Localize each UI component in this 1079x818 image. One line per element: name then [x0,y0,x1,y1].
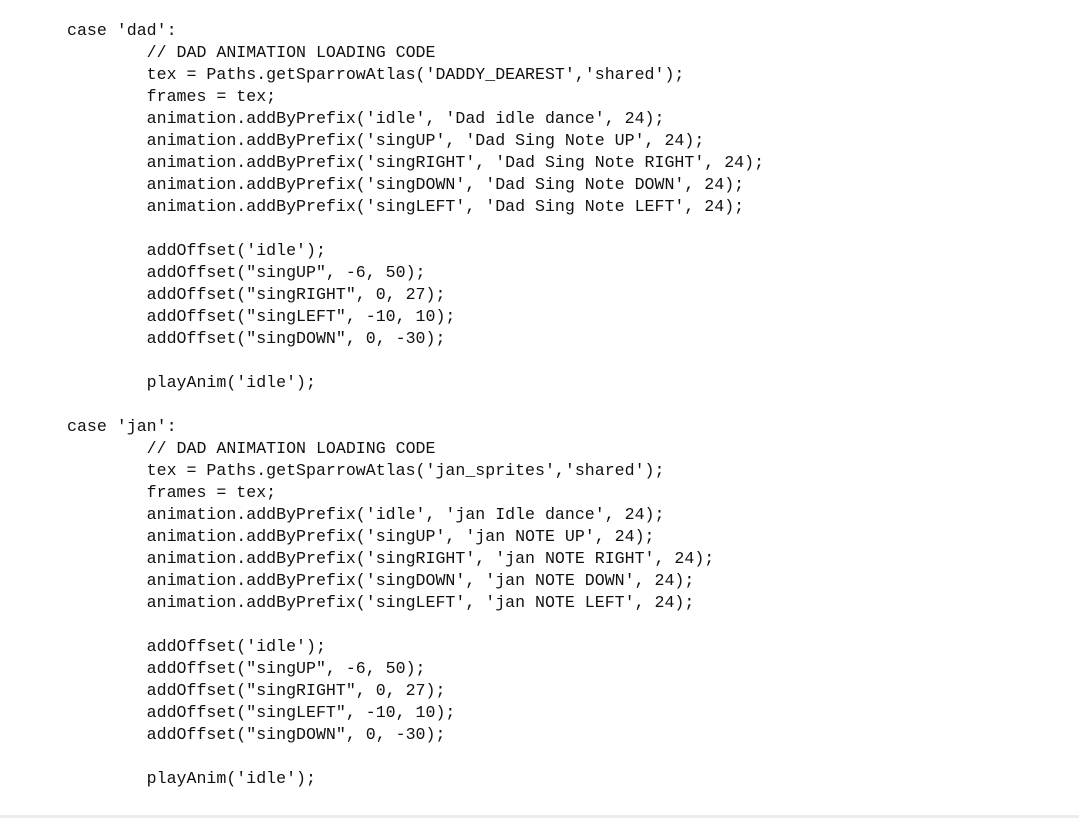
bottom-divider [0,815,1079,818]
code-line: addOffset("singRIGHT", 0, 27); [67,285,446,304]
code-line: tex = Paths.getSparrowAtlas('jan_sprites… [67,461,665,480]
code-line: addOffset("singLEFT", -10, 10); [67,703,456,722]
code-line: animation.addByPrefix('singUP', 'jan NOT… [67,527,655,546]
code-line [67,394,764,416]
code-line: playAnim('idle'); [67,373,316,392]
code-line: addOffset("singRIGHT", 0, 27); [67,681,446,700]
code-line: animation.addByPrefix('idle', 'jan Idle … [67,505,665,524]
code-line [67,614,764,636]
code-line: addOffset('idle'); [67,637,326,656]
code-line: animation.addByPrefix('idle', 'Dad idle … [67,109,665,128]
code-line: animation.addByPrefix('singLEFT', 'Dad S… [67,197,745,216]
code-line: // DAD ANIMATION LOADING CODE [67,439,436,458]
code-line: addOffset("singUP", -6, 50); [67,263,426,282]
code-block: case 'dad': // DAD ANIMATION LOADING COD… [67,20,764,790]
code-line: addOffset("singDOWN", 0, -30); [67,329,446,348]
code-line: animation.addByPrefix('singDOWN', 'Dad S… [67,175,745,194]
code-line: tex = Paths.getSparrowAtlas('DADDY_DEARE… [67,65,685,84]
code-line: addOffset("singDOWN", 0, -30); [67,725,446,744]
code-line [67,746,764,768]
code-line [67,350,764,372]
code-line: animation.addByPrefix('singRIGHT', 'Dad … [67,153,765,172]
code-line: animation.addByPrefix('singUP', 'Dad Sin… [67,131,705,150]
code-line: case 'jan': [67,417,177,436]
code-line: animation.addByPrefix('singLEFT', 'jan N… [67,593,695,612]
code-line: animation.addByPrefix('singRIGHT', 'jan … [67,549,715,568]
code-line: // DAD ANIMATION LOADING CODE [67,43,436,62]
code-line: frames = tex; [67,483,277,502]
code-line: addOffset("singLEFT", -10, 10); [67,307,456,326]
code-line: case 'dad': [67,21,177,40]
code-line: addOffset('idle'); [67,241,326,260]
code-line: frames = tex; [67,87,277,106]
code-line: playAnim('idle'); [67,769,316,788]
code-line: addOffset("singUP", -6, 50); [67,659,426,678]
code-line [67,218,764,240]
code-line: animation.addByPrefix('singDOWN', 'jan N… [67,571,695,590]
